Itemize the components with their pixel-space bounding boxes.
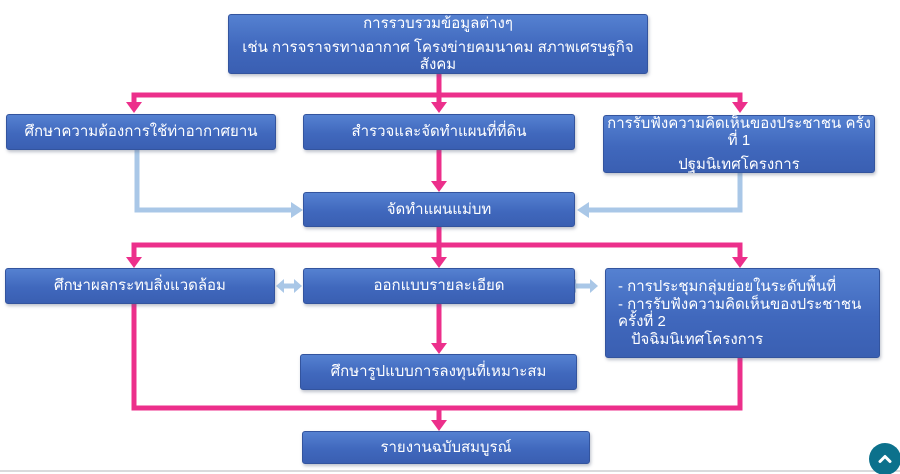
node-public-hearing-2-item3: ปัจฉิมนิเทศโครงการ	[631, 331, 764, 348]
node-airport-demand-study-label: ศึกษาความต้องการใช้ท่าอากาศยาน	[24, 123, 258, 141]
node-land-survey-mapping-label: สำรวจและจัดทำแผนที่ที่ดิน	[351, 123, 527, 141]
node-public-hearing-1-line2: ปฐมนิเทศโครงการ	[678, 156, 800, 174]
node-master-plan-label: จัดทำแผนแม่บท	[386, 200, 492, 218]
node-master-plan: จัดทำแผนแม่บท	[303, 192, 575, 227]
scroll-to-top-button[interactable]	[869, 443, 900, 474]
node-environmental-impact-study: ศึกษาผลกระทบสิ่งแวดล้อม	[5, 268, 275, 304]
node-investment-model-study: ศึกษารูปแบบการลงทุนที่เหมาะสม	[300, 354, 577, 390]
node-environmental-impact-study-label: ศึกษาผลกระทบสิ่งแวดล้อม	[54, 277, 226, 295]
node-data-collection: การรวบรวมข้อมูลต่างๆ เช่น การจราจรทางอาก…	[228, 14, 648, 74]
node-final-report-label: รายงานฉบับสมบูรณ์	[380, 438, 512, 456]
node-public-hearing-2-item2: - การรับฟังความคิดเห็นของประชาชน ครั้งที…	[618, 295, 862, 330]
node-detailed-design-label: ออกแบบรายละเอียด	[373, 277, 505, 295]
node-detailed-design: ออกแบบรายละเอียด	[303, 268, 575, 304]
node-investment-model-study-label: ศึกษารูปแบบการลงทุนที่เหมาะสม	[330, 363, 547, 381]
node-public-hearing-1: การรับฟังความคิดเห็นของประชาชน ครั้งที่ …	[603, 115, 875, 173]
node-public-hearing-1-line1: การรับฟังความคิดเห็นของประชาชน ครั้งที่ …	[607, 114, 871, 149]
node-airport-demand-study: ศึกษาความต้องการใช้ท่าอากาศยาน	[6, 114, 276, 150]
node-data-collection-line1: การรวบรวมข้อมูลต่างๆ	[363, 14, 513, 32]
node-public-hearing-2-item1: - การประชุมกลุ่มย่อยในระดับพื้นที่	[618, 277, 837, 295]
bottom-divider	[0, 470, 900, 472]
node-data-collection-line2: เช่น การจราจรทางอากาศ โครงข่ายคมนาคม สภา…	[242, 38, 634, 74]
node-final-report: รายงานฉบับสมบูรณ์	[302, 431, 590, 464]
node-public-hearing-2: - การประชุมกลุ่มย่อยในระดับพื้นที่ - การ…	[605, 268, 880, 358]
node-land-survey-mapping: สำรวจและจัดทำแผนที่ที่ดิน	[303, 114, 575, 150]
chevron-up-icon	[878, 455, 892, 463]
